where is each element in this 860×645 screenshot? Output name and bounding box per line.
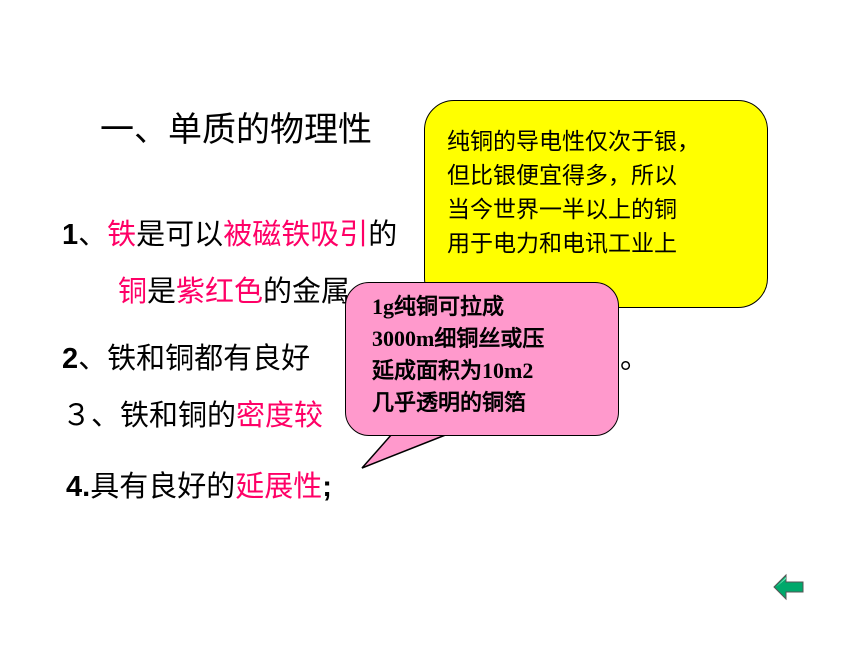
item-4-end: ;: [322, 471, 332, 503]
item-4-number: 4.: [66, 471, 91, 503]
item-3-highlight: 密度较: [236, 398, 324, 432]
item-2-number: 2: [62, 343, 79, 375]
item-1-sep: 、: [78, 217, 108, 251]
item-1b: 铜是紫红色的金属: [118, 273, 350, 309]
item-3: ３、铁和铜的密度较: [62, 397, 323, 433]
item-1b-highlight: 紫红色: [176, 274, 264, 308]
section-title: 一、单质的物理性: [100, 110, 372, 150]
item-4: 4.具有良好的延展性;: [66, 468, 332, 505]
item-3-text: 、铁和铜的: [91, 398, 237, 432]
item-1-highlight: 被磁铁吸引: [223, 217, 369, 251]
item-1: 1、铁是可以被磁铁吸引的: [62, 216, 397, 253]
yellow-callout-line: 当今世界一半以上的铜: [447, 197, 677, 223]
item-2-end: 。: [620, 341, 650, 375]
item-1b-text-tail: 的金属: [263, 274, 351, 308]
item-3-number: ３: [62, 398, 92, 432]
item-1-text: 是可以: [136, 217, 224, 251]
pink-callout: 1g纯铜可拉成 3000m细铜丝或压 延成面积为10m2 几乎透明的铜箔: [345, 282, 619, 436]
item-4-text: 具有良好的: [90, 469, 236, 503]
pink-callout-line: 延成面积为10m2: [372, 358, 534, 383]
item-2-text: 、铁和铜都有良好: [78, 341, 311, 375]
pink-callout-line: 3000m细铜丝或压: [372, 326, 545, 351]
item-1b-text: 是: [147, 274, 177, 308]
yellow-callout: 纯铜的导电性仅次于银， 但比银便宜得多，所以 当今世界一半以上的铜 用于电力和电…: [424, 100, 768, 308]
pink-callout-line: 1g纯铜可拉成: [372, 294, 505, 319]
yellow-callout-line: 但比银便宜得多，所以: [447, 163, 677, 189]
item-4-highlight: 延展性: [235, 469, 323, 503]
yellow-callout-line: 纯铜的导电性仅次于银，: [447, 129, 700, 155]
item-2: 2、铁和铜都有良好: [62, 340, 310, 377]
item-1-number: 1: [62, 219, 79, 251]
pink-callout-line: 几乎透明的铜箔: [372, 390, 527, 415]
yellow-callout-line: 用于电力和电讯工业上: [447, 231, 677, 257]
item-1-text-tail: 的: [368, 217, 398, 251]
back-arrow-icon[interactable]: [772, 570, 806, 604]
item-1b-copper: 铜: [118, 274, 148, 308]
item-1-iron: 铁: [107, 217, 137, 251]
